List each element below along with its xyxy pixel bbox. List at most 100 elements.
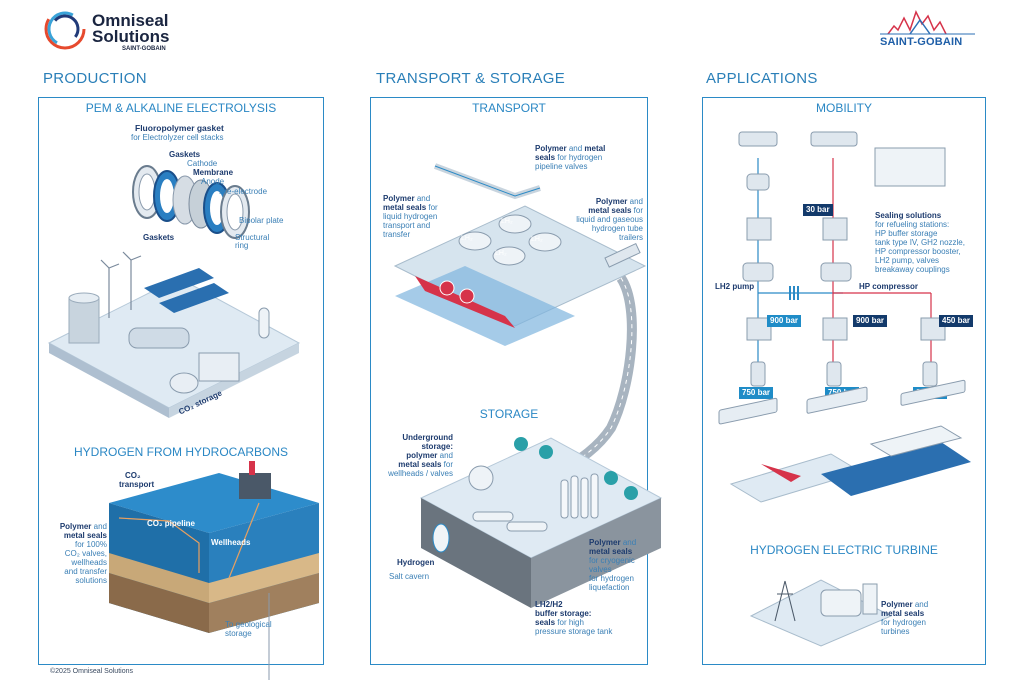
gaskets-top-label: Gaskets [169, 150, 201, 159]
brand-line2: Solutions [92, 27, 170, 46]
underground-label: Underground storage: polymer and metal s… [383, 433, 453, 478]
pipeline-b1: Polymer [535, 144, 567, 153]
turbine-illustration [749, 579, 893, 647]
gasket-label-sub: for Electrolyzer cell stacks [131, 133, 224, 142]
co2-transport-label-1: CO₂ [125, 471, 141, 480]
seals-b1: Polymer [59, 522, 92, 531]
pipeline-t3: pipeline valves [535, 162, 588, 171]
tube-t1: and [629, 197, 643, 206]
lh2-t2: for [428, 203, 438, 212]
cryo-b2: metal seals [589, 547, 633, 556]
transport-storage-panel: TRANSPORT Polymer and metal seals for hy… [370, 97, 663, 665]
vehicles-illustration [718, 379, 971, 503]
ug-t1: and [439, 451, 453, 460]
co2-transport-label-2: transport [119, 480, 155, 489]
sealing-t4: HP compressor booster, [875, 247, 961, 256]
seals-t1: and [93, 522, 107, 531]
ug-t2: for [443, 460, 453, 469]
applications-panel: MOBILITY 30 bar [702, 97, 986, 665]
pressure-badge-900-b: 900 bar [853, 315, 888, 327]
sealing-b: Sealing solutions [875, 211, 942, 220]
tube-t3: liquid and gaseous [576, 215, 643, 224]
column-title-transport-storage: TRANSPORT & STORAGE [376, 70, 566, 87]
sealing-t5: LH2 pump, valves [875, 256, 940, 265]
saint-gobain-skyline-icon [880, 10, 975, 35]
ug-b2: storage: [421, 442, 453, 451]
cathode-label: Cathode [187, 159, 218, 168]
seals-b2: metal seals [63, 531, 107, 540]
seals-t3: CO₂ valves, [64, 549, 107, 558]
ug-b1: Underground [402, 433, 453, 442]
tube-t4: hydrogen tube [591, 224, 643, 233]
lh2-b1: Polymer [383, 194, 415, 203]
lh2-t3: liquid hydrogen [383, 212, 438, 221]
storage-title: STORAGE [479, 407, 539, 421]
buffer-b2: buffer storage: [535, 609, 592, 618]
tank-label-4: LH₂ [495, 250, 507, 257]
sealing-t1: for refueling stations: [875, 220, 950, 229]
turbine-title: HYDROGEN ELECTRIC TURBINE [750, 543, 938, 557]
copyright: ©2025 Omniseal Solutions [50, 668, 133, 675]
refueling-flow-diagram [738, 131, 946, 387]
column-title-applications: APPLICATIONS [706, 70, 818, 87]
tube-trailer-label: Polymer and metal seals for liquid and g… [561, 197, 643, 242]
seals-t2: for 100% [74, 540, 107, 549]
sealing-t3: tank type IV, GH2 nozzle, [875, 238, 965, 247]
lh2-pump-label: LH2 pump [715, 282, 755, 291]
brand-line1: Omniseal [92, 11, 169, 30]
cryo-t3: valves [589, 565, 612, 574]
mobility-title: MOBILITY [815, 101, 872, 115]
hp-compressor-label: HP compressor [859, 282, 918, 291]
lh2-t1: and [416, 194, 431, 203]
production-panel: PEM & ALKALINE ELECTROLYSIS Fluoropolyme… [38, 97, 324, 680]
lh2-transport-label: Polymer and metal seals for liquid hydro… [383, 194, 438, 239]
buffer-t2: pressure storage tank [535, 627, 613, 636]
structural-ring-label-1: Structural [235, 233, 270, 242]
ug-b4: metal seals [398, 460, 442, 469]
electrolyzer-stack-illustration [132, 165, 250, 239]
tank-label-1: LH₂ [461, 235, 473, 242]
pressure-badge-30: 30 bar [803, 204, 833, 216]
electrolysis-title: PEM & ALKALINE ELECTROLYSIS [85, 101, 277, 115]
buffer-b3: seals [535, 618, 556, 627]
co2-pipeline-label: CO₂ pipeline [147, 519, 196, 528]
bipolar-plate-label: Bipolar plate [239, 216, 284, 225]
port-illustration [393, 163, 647, 346]
tube-b2: metal seals [588, 206, 632, 215]
turbine-t1: and [914, 600, 929, 609]
saint-gobain-logo: SAINT-GOBAIN [880, 8, 980, 50]
pre-electrode-label: Pre-electrode [219, 187, 268, 196]
seals-t4: wellheads [71, 558, 107, 567]
tank-label-2: LH₂ [501, 218, 513, 225]
cryo-t4: for hydrogen [589, 574, 634, 583]
cryo-t2: for cryogenic [589, 556, 635, 565]
electrolysis-plant-illustration [47, 251, 301, 418]
cryo-t1: and [622, 538, 637, 547]
gaskets-left-label: Gaskets [143, 233, 175, 242]
storage-illustration [419, 437, 663, 608]
ug-t3: wellheads / valves [388, 469, 453, 478]
anode-label: Anode [201, 177, 225, 186]
seals-t5: and transfer [64, 567, 107, 576]
geological-label-2: storage [225, 629, 252, 638]
hydrocarbons-title: HYDROGEN FROM HYDROCARBONS [73, 445, 288, 459]
transport-title: TRANSPORT [472, 101, 546, 115]
buffer-storage-label: LH2/H2 buffer storage: seals for high pr… [535, 600, 612, 636]
turbine-seals-label: Polymer and metal seals for hydrogen tur… [881, 600, 928, 636]
pipeline-b3: seals [535, 153, 556, 162]
pipeline-seals-label: Polymer and metal seals for hydrogen pip… [535, 144, 605, 171]
offshore-platform-illustration [109, 461, 319, 680]
ug-b3: polymer [406, 451, 438, 460]
pressure-badge-900-a: 900 bar [767, 315, 802, 327]
sealing-t2: HP buffer storage [875, 229, 938, 238]
cryo-t5: liquefaction [589, 583, 630, 592]
lh2-t5: transfer [383, 230, 411, 239]
lh2-t4: transport and [383, 221, 431, 230]
omniseal-ring-icon [44, 8, 86, 50]
sealing-t6: breakaway couplings [875, 265, 950, 274]
tube-t5: trailers [618, 233, 643, 242]
salt-cavern-label: Salt cavern [389, 572, 430, 581]
turbine-b1: Polymer [881, 600, 913, 609]
pipeline-t2: for hydrogen [557, 153, 603, 162]
pipeline-b2: metal [584, 144, 606, 153]
